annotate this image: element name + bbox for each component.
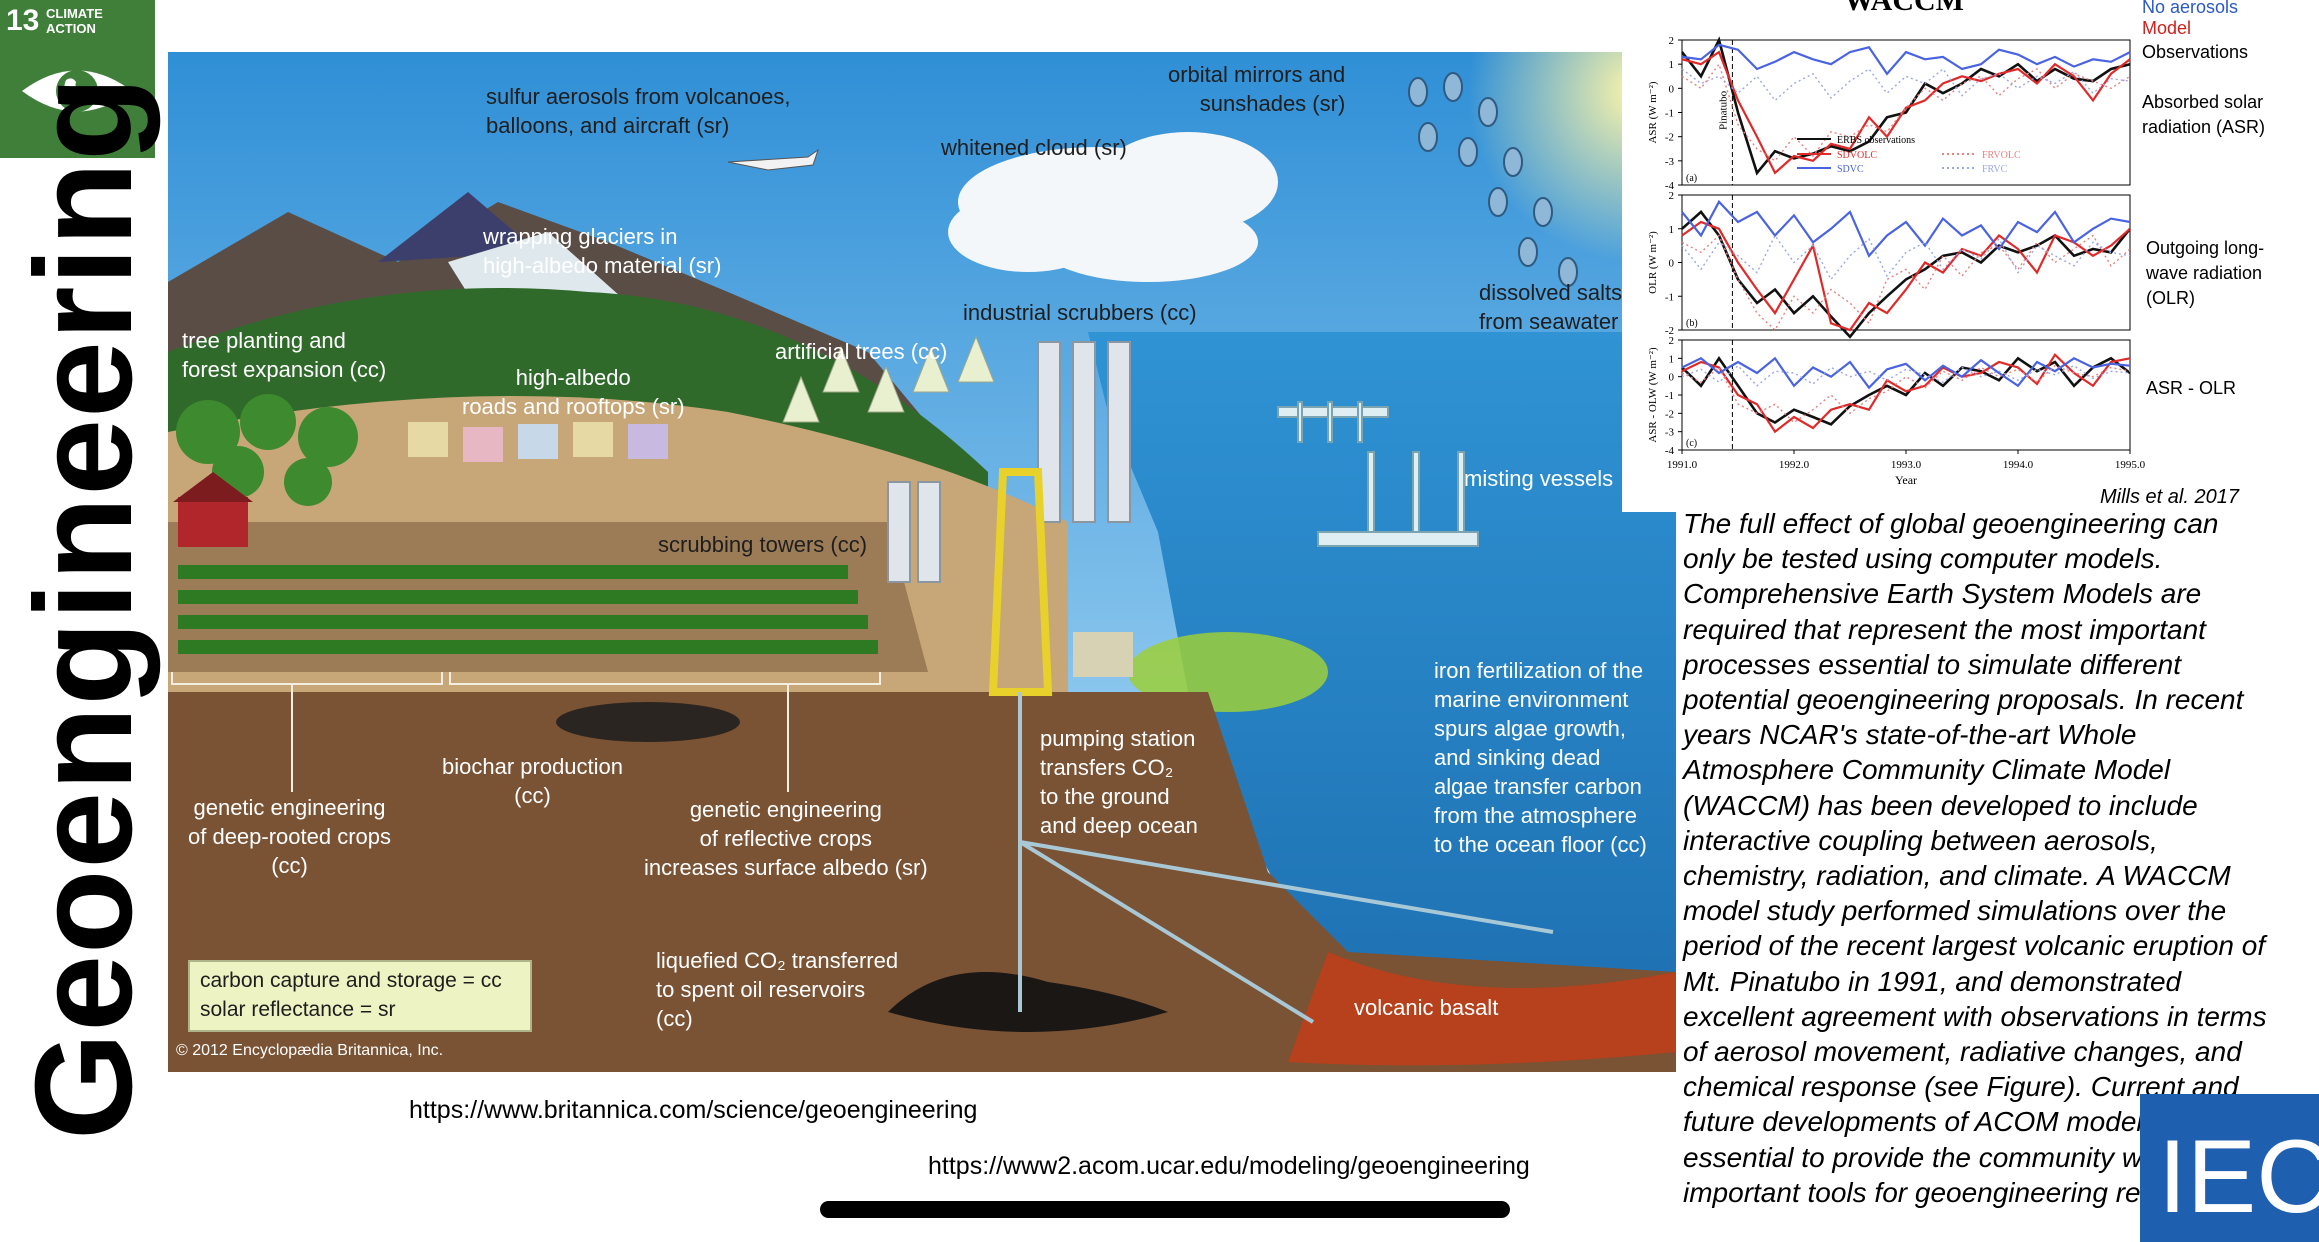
geoengineering-illustration: sulfur aerosols from volcanoes, balloons… [168,52,1676,1072]
side-legend-observations: Observations [2142,42,2249,62]
y-tick-label: -1 [1665,291,1674,303]
panel-id: (b) [1686,318,1698,329]
britannica-url[interactable]: https://www.britannica.com/science/geoen… [409,1096,978,1124]
x-tick-label: 1992.0 [1779,459,1810,471]
legend-entry: ERBS observations [1837,135,1915,146]
series-line-sdvolc [1681,50,2131,175]
x-tick-label: 1994.0 [2003,459,2034,471]
acom-url[interactable]: https://www2.acom.ucar.edu/modeling/geoe… [928,1152,1530,1180]
series-line-sdvc [1681,43,2131,76]
logo-text: IEC [2158,1119,2319,1235]
x-axis-label: Year [1895,473,1917,487]
y-tick-label: -2 [1665,325,1674,337]
label-iron-fertilization: iron fertilization of the marine environ… [1434,658,1647,857]
description-paragraph: The full effect of global geoengineering… [1683,508,2267,1208]
legend-entry: FRVC [1982,164,2008,175]
panel-id: (a) [1686,173,1697,184]
x-tick-label: 1991.0 [1667,459,1698,471]
label-pumping-station: pumping station transfers CO₂ to the gro… [1040,726,1198,838]
y-tick-label: 1 [1669,59,1675,71]
label-scrubbing-towers: scrubbing towers (cc) [658,532,868,557]
sdg-13-badge: 13 CLIMATE ACTION [0,0,155,158]
y-tick-label: 1 [1669,224,1675,236]
panel-label-olr: Outgoing long- wave radiation (OLR) [2146,238,2265,308]
y-tick-label: 1 [1669,353,1675,365]
panel-label-diff: ASR - OLR [2146,378,2237,398]
label-biochar: biochar production (cc) [442,754,624,808]
side-legend-no-aerosols: No aerosols [2142,0,2239,17]
y-tick-label: 2 [1669,190,1675,202]
legend-entry: SDVOLC [1837,150,1877,161]
chart-title: WACCM [1844,0,1964,17]
label-reflective-crops: genetic engineering of reflective crops … [644,797,928,880]
label-high-albedo: high-albedo roads and rooftops (sr) [462,365,685,419]
series-line-frvolc [1681,234,2131,332]
legend-cc: carbon capture and storage = cc [200,969,502,992]
legend-entry: SDVC [1837,164,1864,175]
sdg-number: 13 [6,4,40,37]
label-liquefied-co2: liquefied CO₂ transferred to spent oil r… [656,948,899,1031]
series-line-sdvc [1681,356,2131,390]
y-tick-label: -1 [1665,108,1674,120]
label-orbital-mirrors: orbital mirrors and sunshades (sr) [1168,62,1346,116]
x-tick-label: 1993.0 [1891,459,1922,471]
y-tick-label: -3 [1665,427,1675,439]
y-axis-label: ASR (W m⁻²) [1647,81,1659,143]
series-line-frvc [1681,364,2131,387]
series-line-erbs-observations [1680,36,2131,176]
chart-citation: Mills et al. 2017 [2100,486,2239,508]
y-axis-label: ASR - OLW (W m⁻²) [1647,347,1659,443]
y-tick-label: -4 [1665,180,1675,192]
y-tick-label: -2 [1665,408,1674,420]
label-deep-rooted-crops: genetic engineering of deep-rooted crops… [188,795,392,878]
y-axis-label: OLR (W m⁻²) [1647,231,1659,294]
side-legend-model: Model [2142,18,2192,38]
series-line-erbs-observations [1681,209,2132,339]
y-tick-label: 0 [1669,83,1675,95]
page-title-vertical: Geoengineering [7,75,161,1141]
illustration-legend: carbon capture and storage = cc solar re… [188,960,532,1032]
label-industrial-scrubbers: industrial scrubbers (cc) [963,300,1197,325]
label-artificial-trees: artificial trees (cc) [775,339,948,364]
panel-label-asr: Absorbed solar radiation (ASR) [2142,92,2266,137]
series-line-sdvc [1681,199,2131,258]
legend-entry: FRVOLC [1982,150,2021,161]
iec-logo: IEC [2140,1094,2319,1242]
label-whitened-cloud: whitened cloud (sr) [941,135,1127,160]
scroll-indicator-bar[interactable] [820,1201,1510,1218]
label-volcanic-basalt: volcanic basalt [1354,995,1499,1020]
y-tick-label: -1 [1665,390,1674,402]
series-line-frvc [1681,234,2131,281]
legend-sr: solar reflectance = sr [200,998,396,1021]
series-line-frvc [1681,67,2131,102]
label-tree-planting: tree planting and forest expansion (cc) [182,328,387,382]
series-line-frvolc [1681,62,2131,162]
eye-globe-icon [22,70,132,112]
y-tick-label: 2 [1669,335,1675,347]
label-dissolved-salts: dissolved salts from seawater [1479,280,1623,334]
x-tick-label: 1995.0 [2115,459,2146,471]
label-wrapping-glaciers: wrapping glaciers in high-albedo materia… [483,224,722,278]
copyright-text: © 2012 Encyclopædia Britannica, Inc. [176,1042,444,1059]
y-tick-label: -4 [1665,445,1675,457]
y-tick-label: -3 [1665,156,1675,168]
label-misting-vessels: misting vessels [1464,466,1614,491]
y-tick-label: -2 [1665,132,1674,144]
sdg-label: CLIMATE ACTION [46,6,103,36]
series-line-sdvolc [1681,220,2131,332]
series-line-frvolc [1681,364,2131,424]
y-tick-label: 0 [1669,258,1675,270]
pinatubo-annotation: Pinatubo [1717,90,1729,130]
label-sulfur-aerosols: sulfur aerosols from volcanoes, balloons… [486,84,791,138]
y-tick-label: 0 [1669,372,1675,384]
series-line-sdvolc [1681,352,2131,434]
illustration-scene [168,52,1676,1072]
y-tick-label: 2 [1669,35,1675,47]
panel-id: (c) [1686,438,1697,449]
